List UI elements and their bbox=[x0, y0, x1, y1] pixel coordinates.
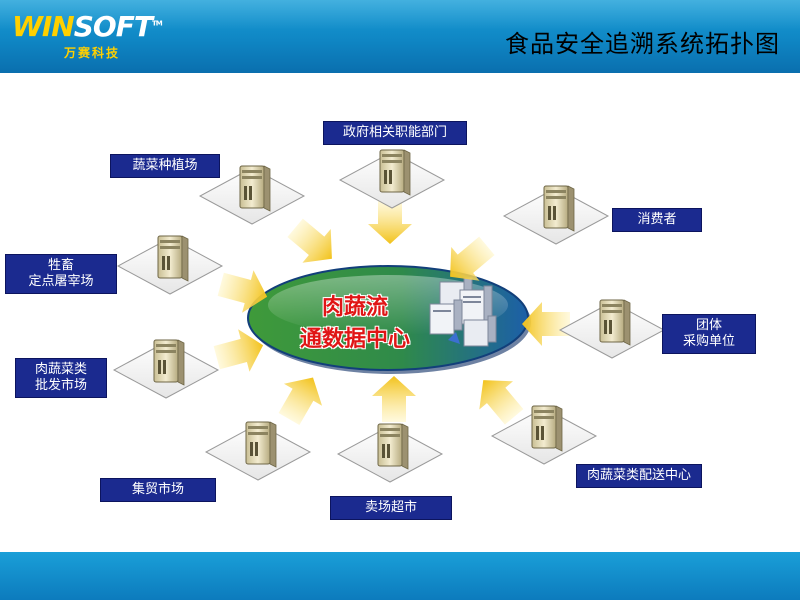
label-wholesale-market: 肉蔬菜类 批发市场 bbox=[15, 358, 107, 398]
arrow-icon bbox=[450, 236, 495, 281]
data-center-label: 肉蔬流 通数据中心 bbox=[280, 292, 430, 356]
page-title: 食品安全追溯系统拓扑图 bbox=[505, 30, 780, 58]
label-text: 肉蔬菜类配送中心 bbox=[586, 468, 691, 483]
label-government: 政府相关职能部门 bbox=[323, 121, 467, 145]
label-distribution-center: 肉蔬菜类配送中心 bbox=[576, 464, 702, 488]
logo-soft: SOFT bbox=[73, 10, 153, 43]
arrow-icon bbox=[368, 200, 412, 244]
arrow-icon bbox=[278, 377, 323, 426]
arrows-group bbox=[213, 200, 570, 426]
arrow-icon bbox=[213, 329, 264, 372]
header-bar: WINSOFTTM 万赛科技 食品安全追溯系统拓扑图 bbox=[0, 0, 800, 73]
label-text: 采购单位 bbox=[682, 334, 735, 349]
logo-win: WIN bbox=[12, 10, 75, 43]
header-sheen bbox=[0, 0, 800, 30]
label-text: 集贸市场 bbox=[131, 482, 184, 497]
label-text: 团体 bbox=[695, 318, 722, 333]
server-icon bbox=[113, 339, 219, 399]
arrow-icon bbox=[217, 270, 268, 313]
server-icon bbox=[205, 421, 311, 481]
logo-tm: TM bbox=[151, 19, 163, 28]
label-slaughterhouse: 牲畜 定点屠宰场 bbox=[5, 254, 117, 294]
logo-subtitle: 万赛科技 bbox=[64, 46, 121, 60]
server-cluster-icon bbox=[429, 277, 497, 347]
data-center-line2: 通数据中心 bbox=[299, 327, 410, 352]
label-text: 政府相关职能部门 bbox=[342, 125, 447, 140]
label-text: 定点屠宰场 bbox=[28, 274, 94, 289]
server-icon bbox=[339, 149, 445, 209]
label-consumer: 消费者 bbox=[612, 208, 702, 232]
label-group-purchase: 团体 采购单位 bbox=[662, 314, 756, 354]
data-center-line1: 肉蔬流 bbox=[321, 295, 388, 320]
server-icon bbox=[337, 423, 443, 483]
label-text: 肉蔬菜类 bbox=[34, 362, 87, 377]
label-text: 卖场超市 bbox=[364, 500, 417, 515]
label-text: 蔬菜种植场 bbox=[132, 158, 198, 173]
winsoft-logo: WINSOFTTM 万赛科技 bbox=[12, 10, 163, 65]
logo-wordmark: WINSOFTTM bbox=[12, 10, 163, 43]
label-text: 消费者 bbox=[637, 212, 677, 227]
arrow-icon bbox=[287, 218, 332, 263]
label-supermarket: 卖场超市 bbox=[330, 496, 452, 520]
label-text: 批发市场 bbox=[34, 378, 87, 393]
label-text: 牲畜 bbox=[47, 258, 74, 273]
server-icon bbox=[117, 235, 223, 295]
arrow-icon bbox=[372, 376, 416, 422]
server-icon bbox=[559, 299, 665, 359]
server-icon bbox=[503, 185, 609, 245]
label-vegetable-farm: 蔬菜种植场 bbox=[110, 154, 220, 178]
footer-bar bbox=[0, 552, 800, 600]
arrow-icon bbox=[479, 380, 524, 425]
label-bazaar: 集贸市场 bbox=[100, 478, 216, 502]
arrow-icon bbox=[522, 302, 570, 346]
